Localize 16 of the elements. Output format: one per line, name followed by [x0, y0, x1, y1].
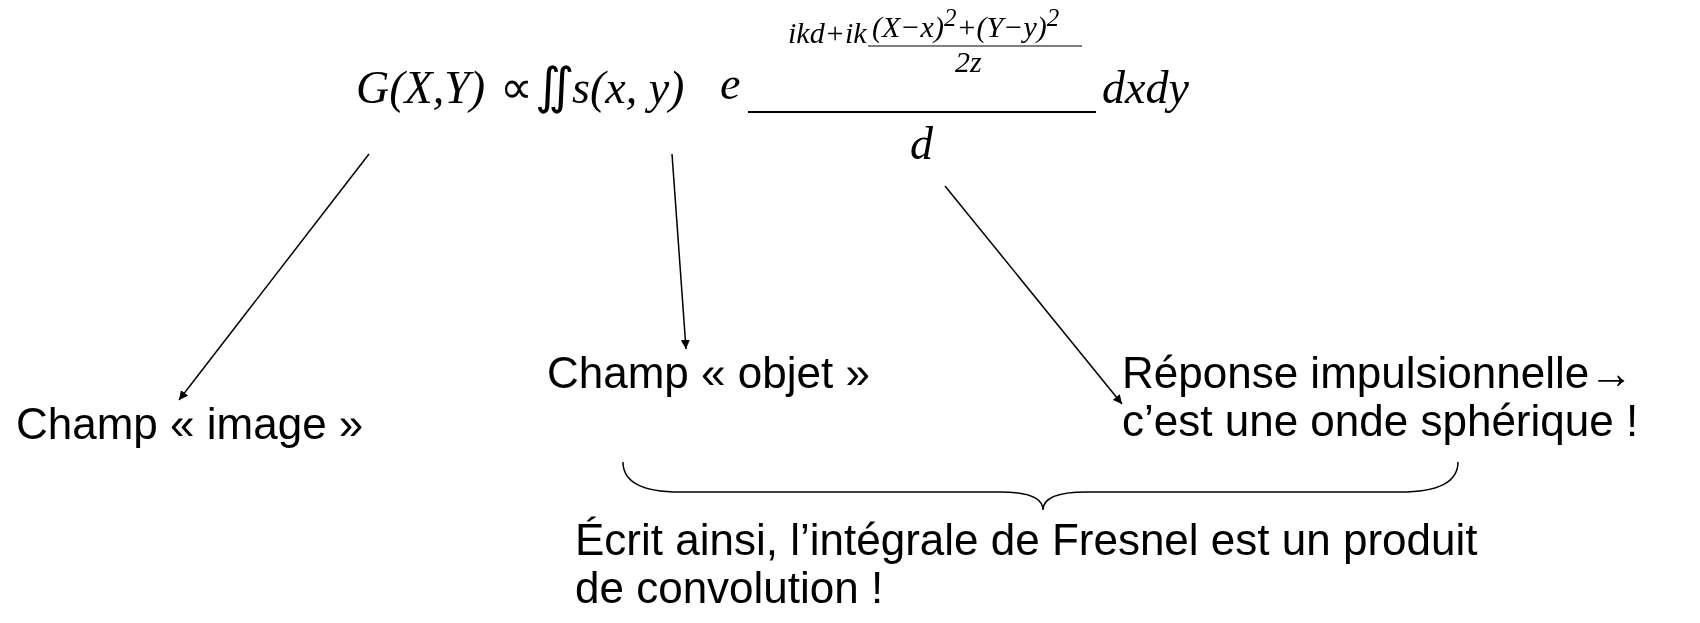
arrow: [671, 153, 690, 350]
exponent-text: ikd+ik: [788, 16, 867, 51]
arrow: [178, 153, 370, 401]
formula-term: d: [910, 118, 933, 171]
proportional-symbol: ∝: [500, 62, 533, 115]
exponent-denominator: 2z: [955, 45, 982, 80]
annotation-text: Champ « objet »: [547, 349, 870, 398]
formula-term: s(x, y): [572, 62, 685, 115]
annotation-text: Réponse impulsionnelle→ c’est une onde sphérique !: [1122, 349, 1697, 446]
annotation-text: Champ « image »: [16, 400, 364, 449]
formula-term: dxdy: [1102, 62, 1189, 115]
formula-term: e: [720, 58, 741, 111]
note-text: Écrit ainsi, l’intégrale de Fresnel est un produit de convolution !: [575, 516, 1479, 613]
arrow: [944, 185, 1123, 405]
exponent-numerator: (X−x)$^{2}$+(Y−y)$^{2}$: [872, 4, 1060, 45]
formula-term: G(X,Y): [356, 62, 486, 115]
